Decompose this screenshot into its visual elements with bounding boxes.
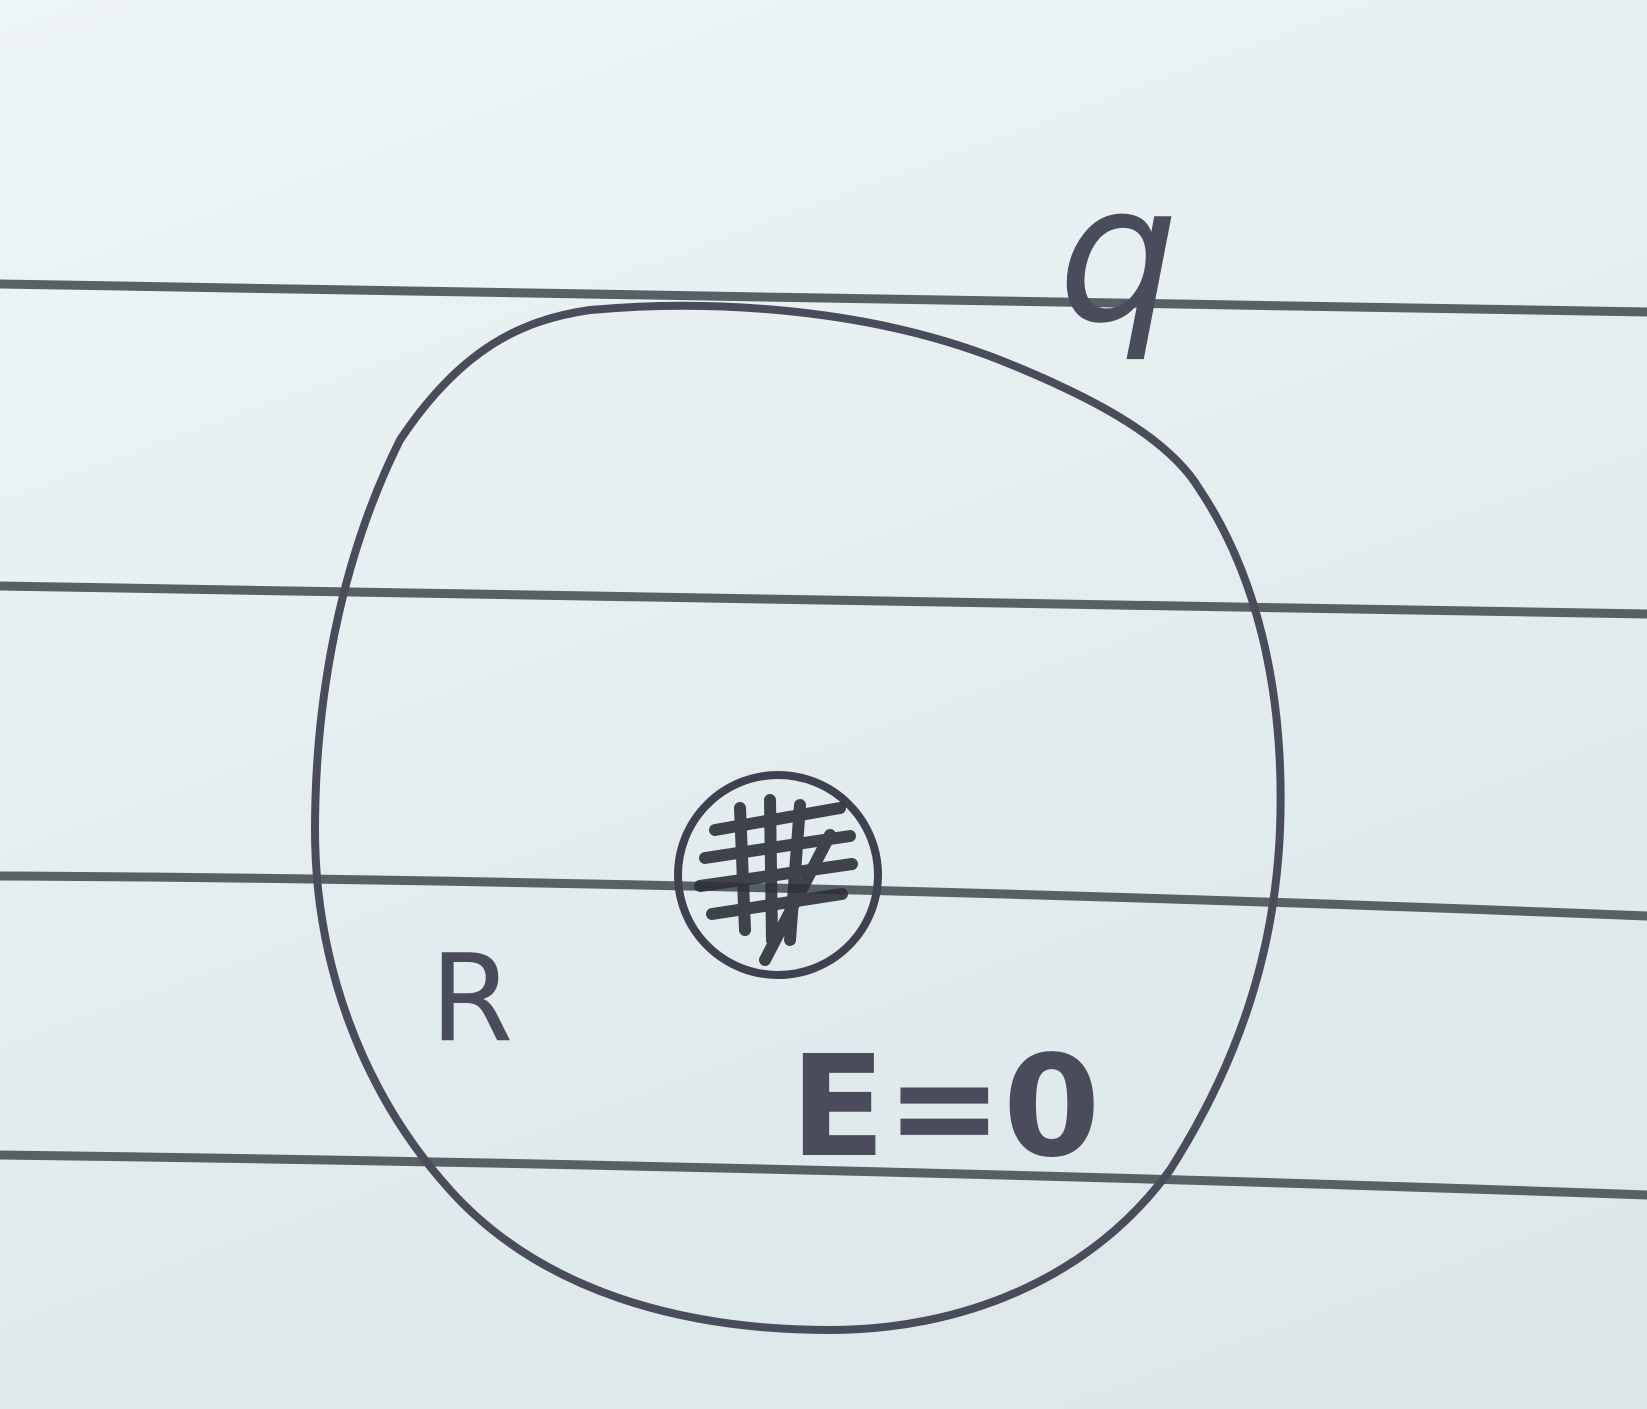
outer-circle (311, 301, 1285, 1334)
field-label: E=0 (790, 1026, 1100, 1189)
rule-line (0, 1150, 1647, 1200)
rule-line (0, 279, 1647, 317)
charge-label: q (1058, 144, 1179, 365)
rule-line (0, 581, 1647, 619)
central-charge-disk (674, 771, 882, 979)
radius-label: R (430, 930, 513, 1069)
